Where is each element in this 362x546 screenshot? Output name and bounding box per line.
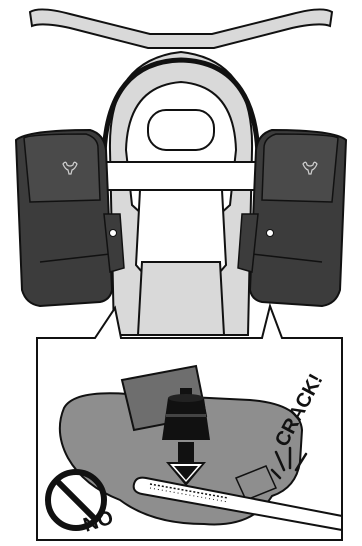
- right-bag-lid: [262, 134, 338, 202]
- license-plate-area: [138, 262, 224, 335]
- handlebar: [30, 9, 332, 48]
- left-bag-lid: [24, 134, 100, 202]
- left-side-bag: [16, 130, 124, 306]
- tail-light: [148, 110, 214, 150]
- detail-callout: CRACK! NO: [37, 306, 342, 540]
- right-bag-pin: [267, 230, 274, 237]
- mounting-bar: [87, 162, 275, 190]
- left-bag-pin: [110, 230, 117, 237]
- right-side-bag: [238, 130, 346, 306]
